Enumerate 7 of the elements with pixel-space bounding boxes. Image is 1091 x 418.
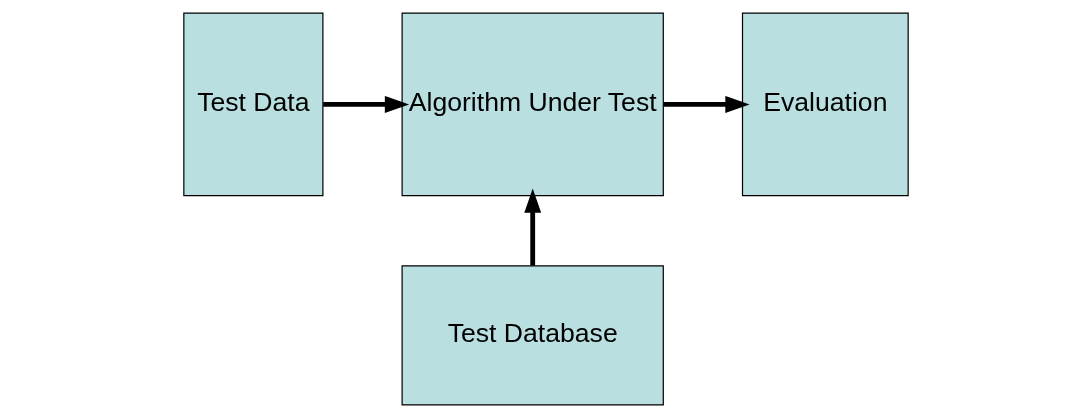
node-box: Evaluation: [741, 12, 909, 197]
node-box: Test Database: [401, 265, 664, 406]
node-box: Algorithm Under Test: [401, 12, 664, 197]
arrow: [663, 95, 750, 113]
arrow: [322, 95, 409, 113]
node-box: Test Data: [182, 12, 323, 197]
arrow: [523, 188, 541, 266]
